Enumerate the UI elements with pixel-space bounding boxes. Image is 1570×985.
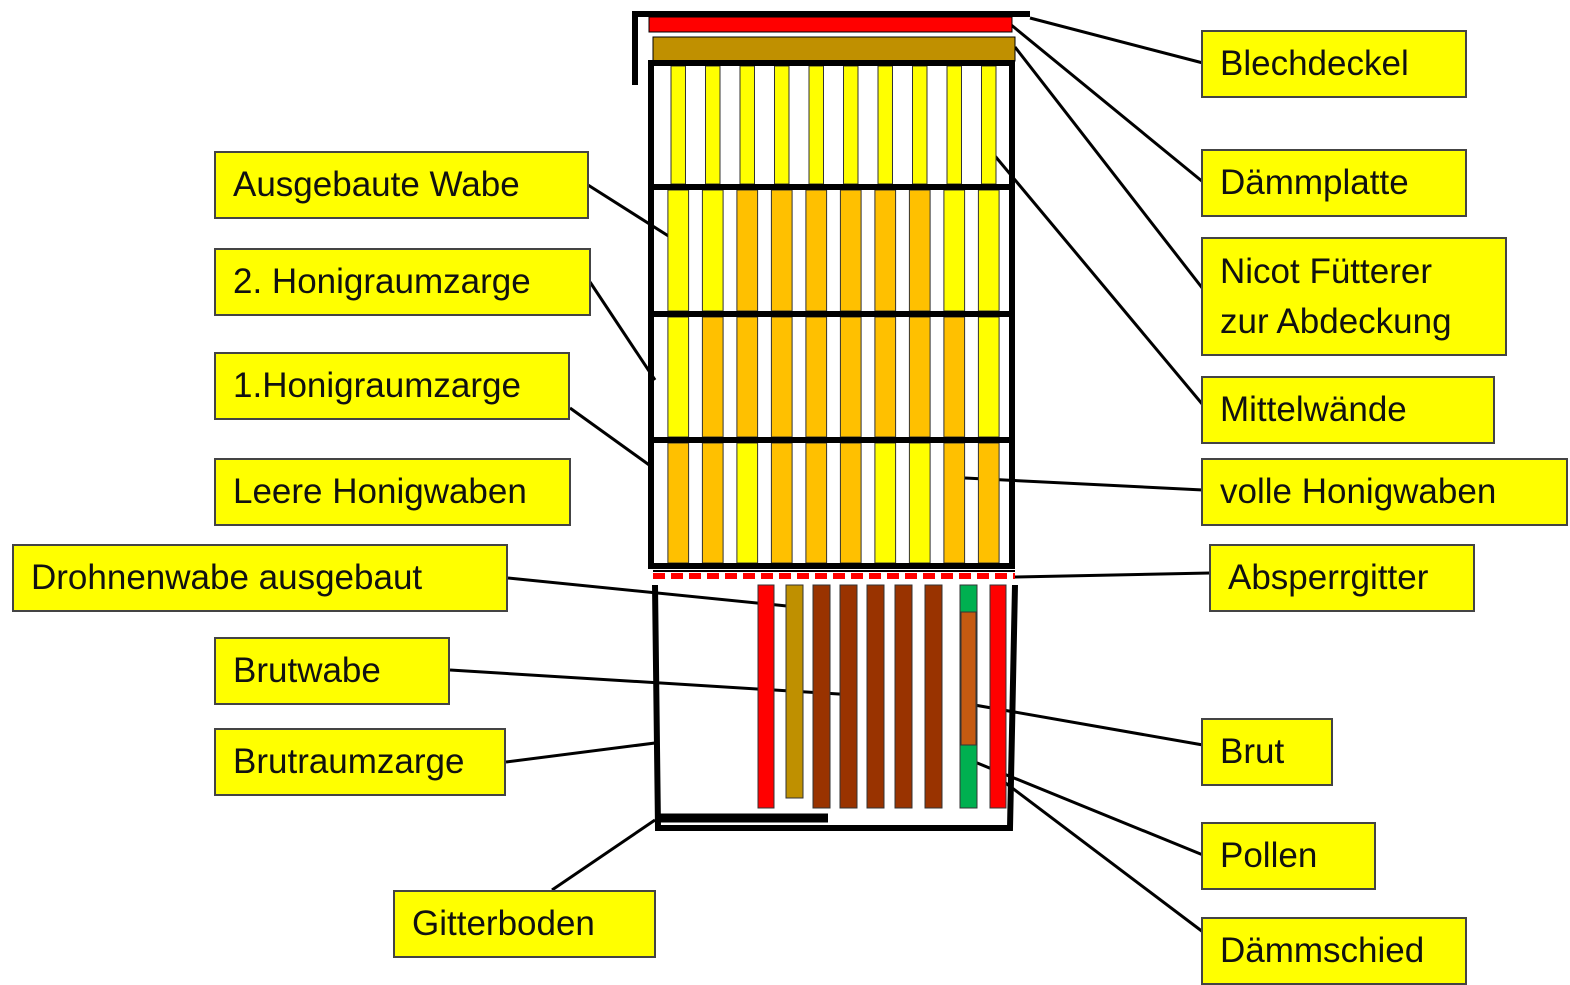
frame-divider — [989, 584, 1007, 809]
leader-line-blechdeckel — [1029, 16, 1204, 65]
frame-foundation — [843, 65, 859, 185]
leader-line-brutraumzarge — [505, 741, 656, 764]
label-brut: Brut — [1201, 718, 1333, 786]
frame-full — [736, 316, 759, 438]
label-gitterboden: Gitterboden — [393, 890, 656, 958]
leader-line-absperrgitter — [1014, 571, 1211, 579]
super-outline — [648, 437, 1015, 569]
frame-drawn — [943, 189, 966, 312]
frame-foundation — [912, 65, 928, 185]
frame-full — [908, 316, 931, 438]
frame-drone — [785, 584, 804, 799]
honey-supers — [648, 60, 1015, 569]
frame-foundation — [670, 65, 686, 185]
label-absperrgitter: Absperrgitter — [1209, 544, 1475, 612]
label-ausgebaute-wabe: Ausgebaute Wabe — [214, 151, 589, 219]
label-nicot-futterer: Nicot Fütterer zur Abdeckung — [1201, 237, 1507, 356]
frame-full — [736, 189, 759, 312]
frame-divider — [757, 584, 775, 809]
frame-drawn — [908, 442, 931, 564]
leader-line-daemmplatte — [1009, 22, 1204, 184]
frame-foundation — [808, 65, 824, 185]
leader-line-daemmschied — [994, 773, 1204, 934]
label-honigraumzarge-2: 2. Honigraumzarge — [214, 248, 591, 316]
frame-full — [805, 189, 828, 312]
frame-drawn — [736, 442, 759, 564]
insulation-board — [652, 36, 1016, 62]
frame-drawn — [667, 189, 690, 312]
frame-foundation — [739, 65, 755, 185]
frame-full — [701, 442, 724, 564]
label-pollen: Pollen — [1201, 822, 1376, 890]
frame-foundation — [946, 65, 962, 185]
tin-lid — [632, 11, 1030, 85]
frame-full — [839, 189, 862, 312]
frame-full — [805, 442, 828, 564]
leader-line-gitterboden — [551, 818, 656, 892]
queen-excluder — [653, 570, 1015, 579]
frame-brood — [924, 584, 943, 809]
frame-foundation — [877, 65, 893, 185]
frame-brood — [894, 584, 913, 809]
frame-full — [701, 316, 724, 438]
frame-foundation — [774, 65, 790, 185]
frame-full — [874, 316, 897, 438]
frame-full — [805, 316, 828, 438]
brood-box-outline — [652, 584, 1018, 831]
frame-full — [874, 189, 897, 312]
label-mittelwaende: Mittelwände — [1201, 376, 1495, 444]
frame-full — [839, 442, 862, 564]
label-brutraumzarge: Brutraumzarge — [214, 728, 506, 796]
frame-foundation — [981, 65, 997, 185]
leader-line-honigraumzarge-1 — [569, 406, 653, 469]
frame-brood — [812, 584, 831, 809]
frame-brood — [866, 584, 885, 809]
frame-brood — [839, 584, 858, 809]
label-honigraumzarge-1: 1.Honigraumzarge — [214, 352, 570, 420]
brood-patch — [960, 611, 977, 746]
frame-drawn — [874, 442, 897, 564]
frame-drawn — [701, 189, 724, 312]
frame-drawn — [977, 189, 1000, 312]
label-drohnenwabe: Drohnenwabe ausgebaut — [12, 544, 508, 612]
brood-box — [652, 584, 1018, 831]
honey-super-4 — [648, 437, 1015, 569]
frame-full — [943, 442, 966, 564]
label-daemmschied: Dämmschied — [1201, 917, 1467, 985]
label-volle-honigwaben: volle Honigwaben — [1201, 458, 1568, 526]
frame-full — [770, 442, 793, 564]
frame-full — [839, 316, 862, 438]
frame-drawn — [977, 316, 1000, 438]
frame-full — [770, 316, 793, 438]
label-leere-honigwaben: Leere Honigwaben — [214, 458, 571, 526]
frame-full — [908, 189, 931, 312]
label-brutwabe: Brutwabe — [214, 637, 450, 705]
frame-full — [977, 442, 1000, 564]
honey-super-3 — [648, 311, 1015, 443]
tin-lid-bracket — [632, 11, 1030, 85]
leader-line-volle-honigwaben — [964, 476, 1204, 492]
label-blechdeckel: Blechdeckel — [1201, 30, 1467, 98]
honey-super-1 — [648, 60, 1015, 190]
frame-full — [943, 316, 966, 438]
leader-line-ausgebaute-wabe — [587, 183, 671, 239]
frame-full — [667, 442, 690, 564]
frame-drawn — [667, 316, 690, 438]
honey-super-2 — [648, 184, 1015, 317]
frame-full — [770, 189, 793, 312]
leader-line-honigraumzarge-2 — [588, 281, 657, 381]
frame-foundation — [705, 65, 721, 185]
leader-line-mittelwaende — [988, 149, 1205, 406]
tin-lid-red-plate — [648, 16, 1013, 33]
leader-line-nicot-futterer — [1013, 46, 1212, 299]
label-daemmplatte: Dämmplatte — [1201, 149, 1467, 217]
